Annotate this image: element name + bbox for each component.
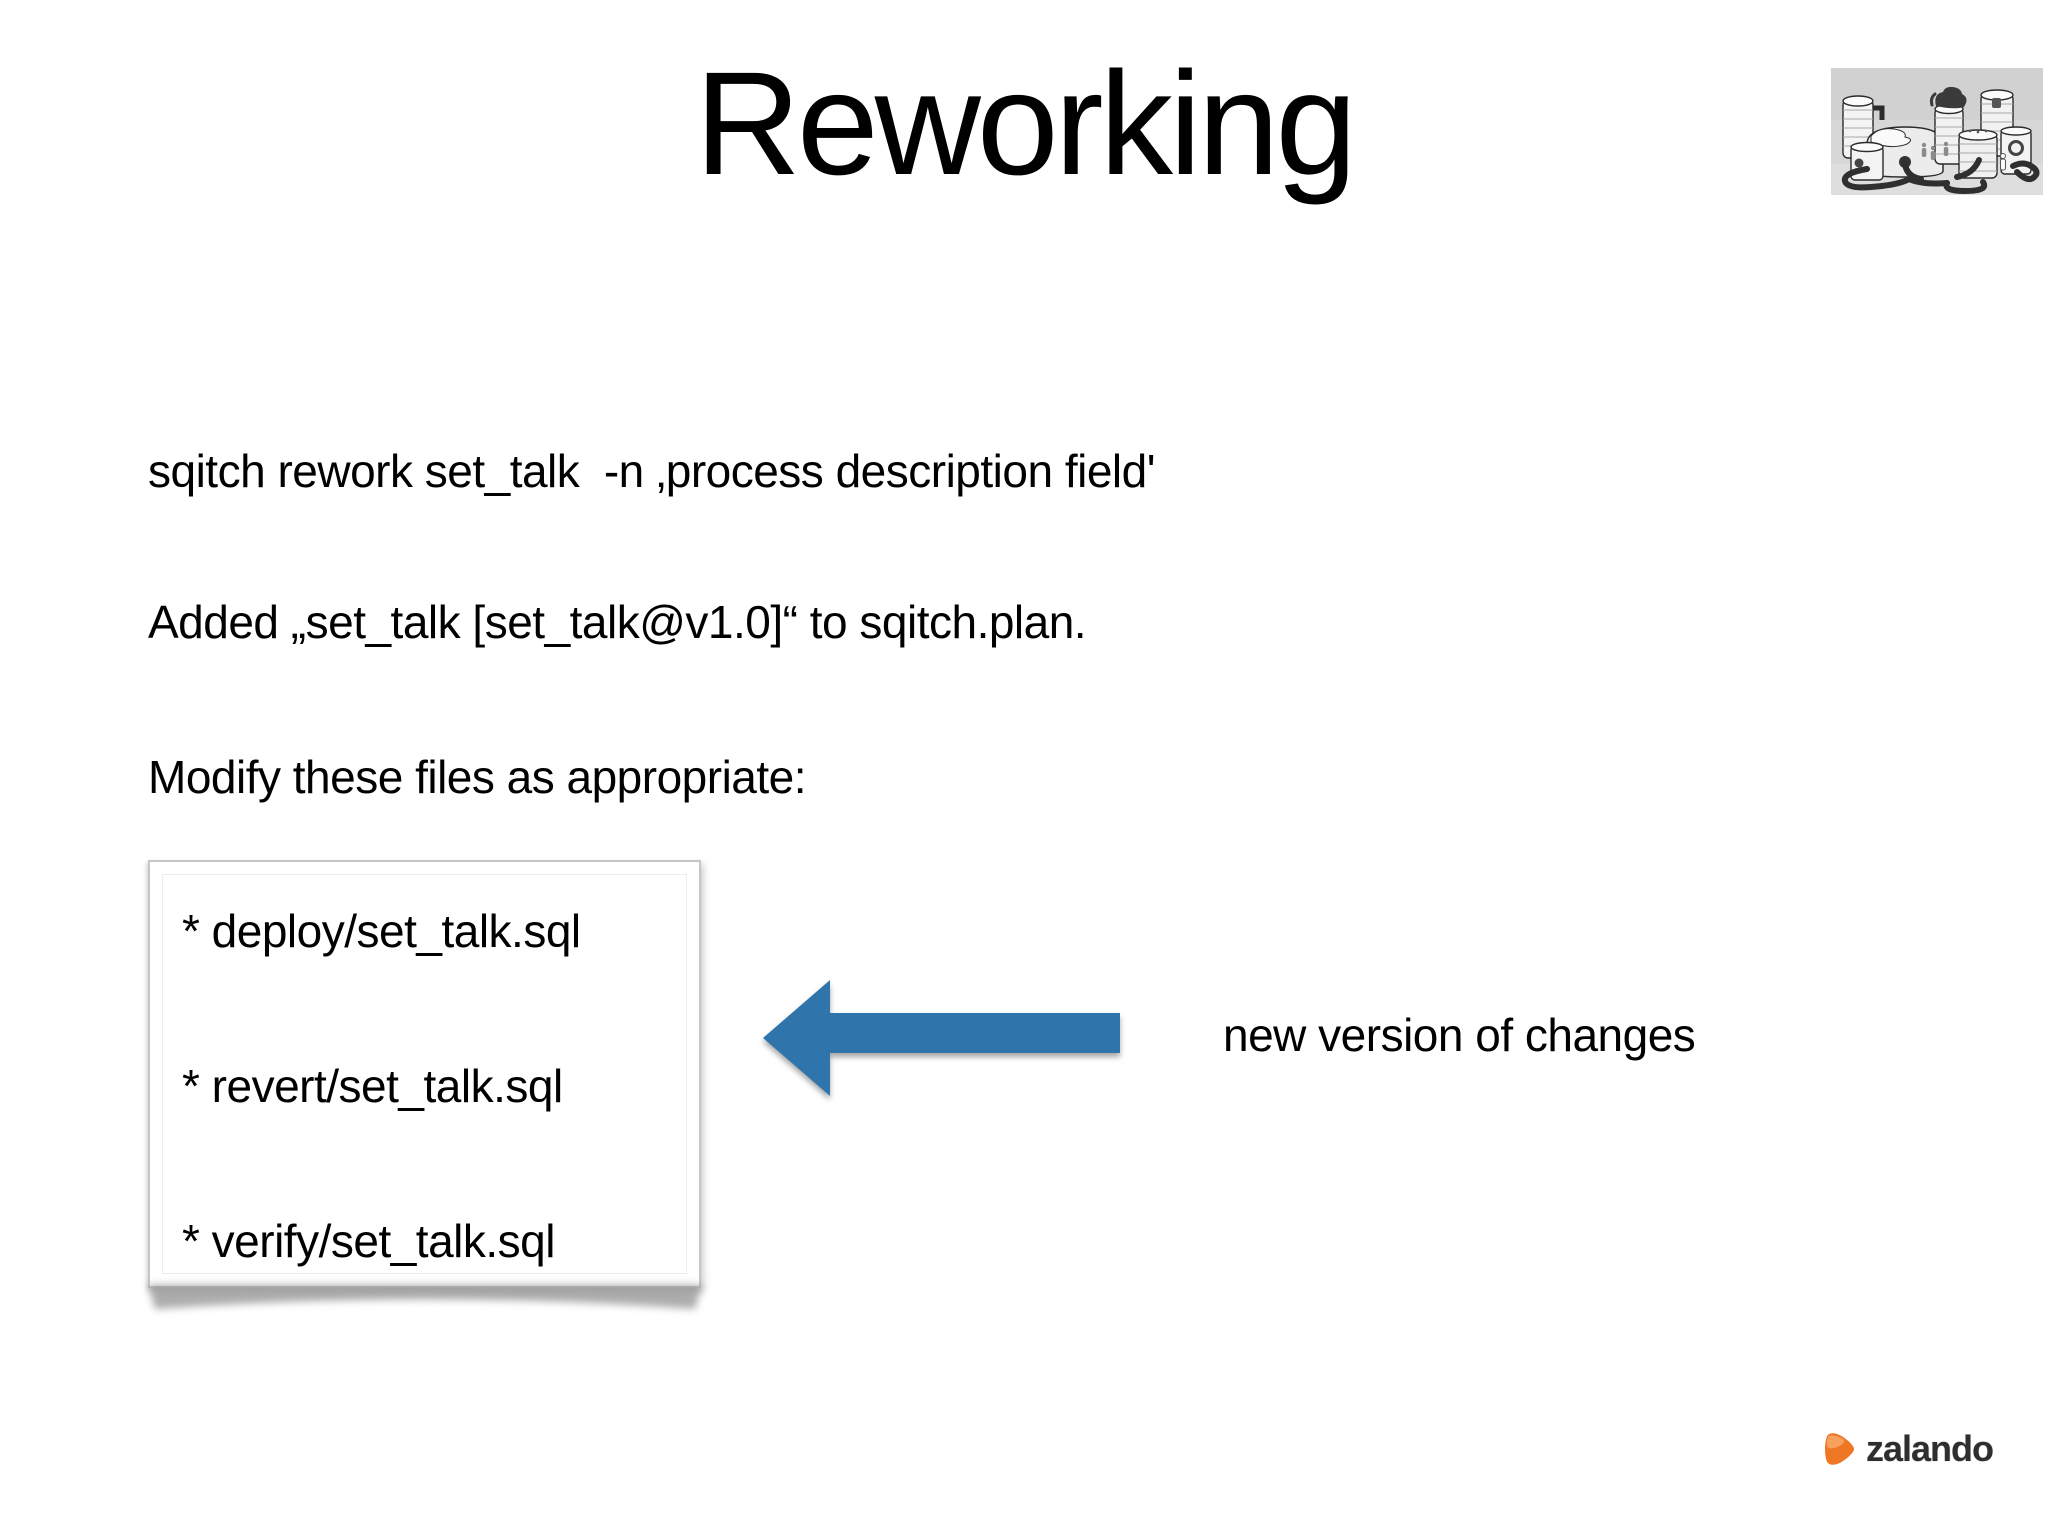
pipes bbox=[1841, 157, 2040, 195]
file-item-verify: * verify/set_talk.sql bbox=[182, 1215, 555, 1267]
modify-note-text: Modify these files as appropriate: bbox=[148, 751, 807, 803]
annotation-label: new version of changes bbox=[1223, 1009, 1696, 1061]
people-figures bbox=[1921, 141, 2006, 171]
database-towers-illustration bbox=[1831, 68, 2043, 195]
database-cylinder bbox=[1842, 95, 1885, 159]
left-arrow-shape bbox=[763, 980, 1120, 1096]
file-list-box: * deploy/set_talk.sql * revert/set_talk.… bbox=[148, 860, 701, 1288]
plan-note-text: Added „set_talk [set_talk@v1.0]“ to sqit… bbox=[148, 596, 1087, 648]
zalando-play-icon bbox=[1825, 1433, 1854, 1465]
zalando-wordmark: zalando bbox=[1866, 1428, 1994, 1469]
left-block-arrow-icon bbox=[763, 980, 1120, 1096]
box-curl-shadow bbox=[148, 1285, 702, 1309]
database-barrel bbox=[1958, 129, 1998, 179]
file-item-deploy: * deploy/set_talk.sql bbox=[182, 905, 581, 957]
command-line-text: sqitch rework set_talk -n ‚process descr… bbox=[148, 445, 1156, 497]
file-item-revert: * revert/set_talk.sql bbox=[182, 1060, 563, 1112]
file-list-inner-frame bbox=[162, 874, 687, 1274]
zalando-logo: zalando bbox=[1822, 1428, 1994, 1470]
elephant-icon bbox=[1929, 86, 1967, 109]
slide-title: Reworking bbox=[694, 42, 1357, 206]
